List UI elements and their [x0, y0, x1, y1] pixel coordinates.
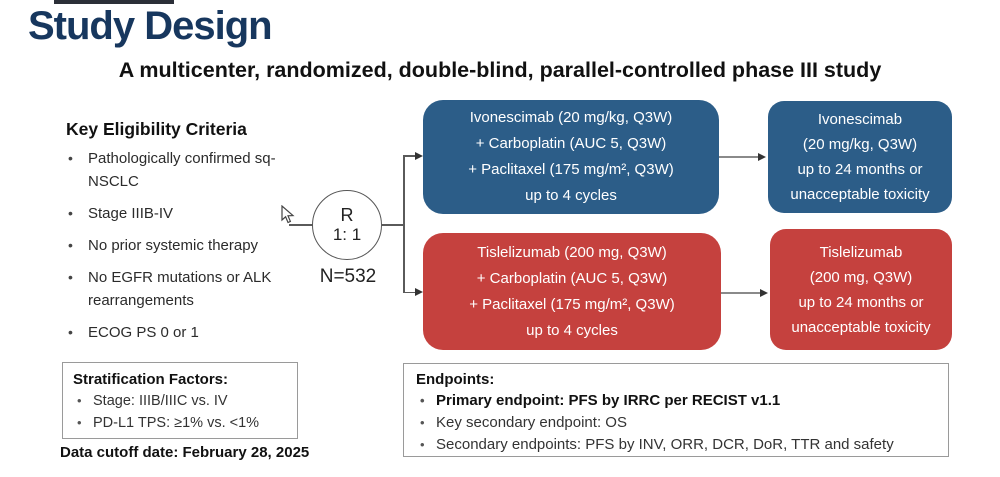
list-item: ECOG PS 0 or 1: [66, 321, 308, 344]
arm-line: + Paclitaxel (175 mg/m², Q3W): [469, 295, 675, 313]
connector-line: [403, 155, 416, 157]
eligibility-list: Pathologically confirmed sq-NSCLC Stage …: [66, 147, 308, 353]
randomization-symbol: R: [340, 205, 354, 225]
eligibility-heading: Key Eligibility Criteria: [66, 119, 247, 139]
induction-arm-ivonescimab-box: Ivonescimab (20 mg/kg, Q3W) + Carboplati…: [423, 100, 719, 214]
arrowhead-icon: [760, 288, 768, 297]
list-item: Pathologically confirmed sq-NSCLC: [66, 147, 308, 193]
arm-line: up to 4 cycles: [526, 321, 618, 339]
arm-line: up to 24 months or: [798, 293, 924, 311]
arrowhead-icon: [758, 152, 766, 161]
connector-line: [721, 292, 761, 294]
list-item: No EGFR mutations or ALK rearrangements: [66, 266, 308, 312]
study-subtitle: A multicenter, randomized, double-blind,…: [118, 58, 882, 82]
top-edge-strip: [54, 0, 174, 4]
arm-line: Ivonescimab: [817, 111, 903, 128]
arm-line: (200 mg, Q3W): [809, 268, 913, 286]
list-item: No prior systemic therapy: [66, 234, 308, 257]
endpoints-box: Endpoints: Primary endpoint: PFS by IRRC…: [403, 363, 949, 457]
maintenance-arm-ivonescimab-box: Ivonescimab (20 mg/kg, Q3W) up to 24 mon…: [768, 101, 952, 213]
list-item: Stage IIIB-IV: [66, 202, 308, 225]
endpoints-title: Endpoints:: [416, 371, 495, 388]
connector-line: [403, 291, 416, 293]
arm-line: unacceptable toxicity: [790, 186, 930, 203]
list-item: Stage: IIIB/IIIC vs. IV: [73, 390, 287, 412]
arm-line: Ivonescimab (20 mg/kg, Q3W): [469, 109, 673, 126]
randomization-circle: R 1: 1: [312, 190, 382, 260]
arm-line: Tislelizumab (200 mg, Q3W): [477, 243, 667, 261]
key-secondary-endpoint: Key secondary endpoint: OS: [416, 412, 936, 434]
stratification-title: Stratification Factors:: [73, 371, 229, 388]
randomization-ratio: 1: 1: [332, 225, 362, 244]
mouse-cursor-icon: [281, 205, 295, 224]
induction-arm-tislelizumab-box: Tislelizumab (200 mg, Q3W) + Carboplatin…: [423, 233, 721, 350]
arm-line: + Paclitaxel (175 mg/m², Q3W): [468, 161, 674, 178]
primary-endpoint: Primary endpoint: PFS by IRRC per RECIST…: [416, 390, 936, 412]
stratification-factors-box: Stratification Factors: Stage: IIIB/IIIC…: [62, 362, 298, 439]
arm-line: unacceptable toxicity: [791, 318, 931, 336]
data-cutoff-label: Data cutoff date: February 28, 2025: [60, 444, 310, 461]
maintenance-arm-tislelizumab-box: Tislelizumab (200 mg, Q3W) up to 24 mont…: [770, 229, 952, 350]
connector-line: [719, 156, 759, 158]
arm-line: (20 mg/kg, Q3W): [802, 136, 918, 153]
arm-line: up to 4 cycles: [525, 187, 617, 204]
arrowhead-icon: [415, 151, 423, 160]
list-item: PD-L1 TPS: ≥1% vs. <1%: [73, 412, 287, 434]
arm-line: Tislelizumab: [819, 243, 903, 261]
arm-line: + Carboplatin (AUC 5, Q3W): [476, 269, 668, 287]
arm-line: + Carboplatin (AUC 5, Q3W): [475, 135, 667, 152]
connector-line: [403, 155, 405, 293]
connector-line: [382, 224, 404, 226]
arm-line: up to 24 months or: [797, 161, 923, 178]
secondary-endpoints: Secondary endpoints: PFS by INV, ORR, DC…: [416, 434, 936, 456]
arrowhead-icon: [415, 288, 423, 296]
connector-line: [289, 224, 313, 226]
sample-size-label: N=532: [319, 266, 377, 287]
page-title: Study Design: [28, 4, 273, 48]
